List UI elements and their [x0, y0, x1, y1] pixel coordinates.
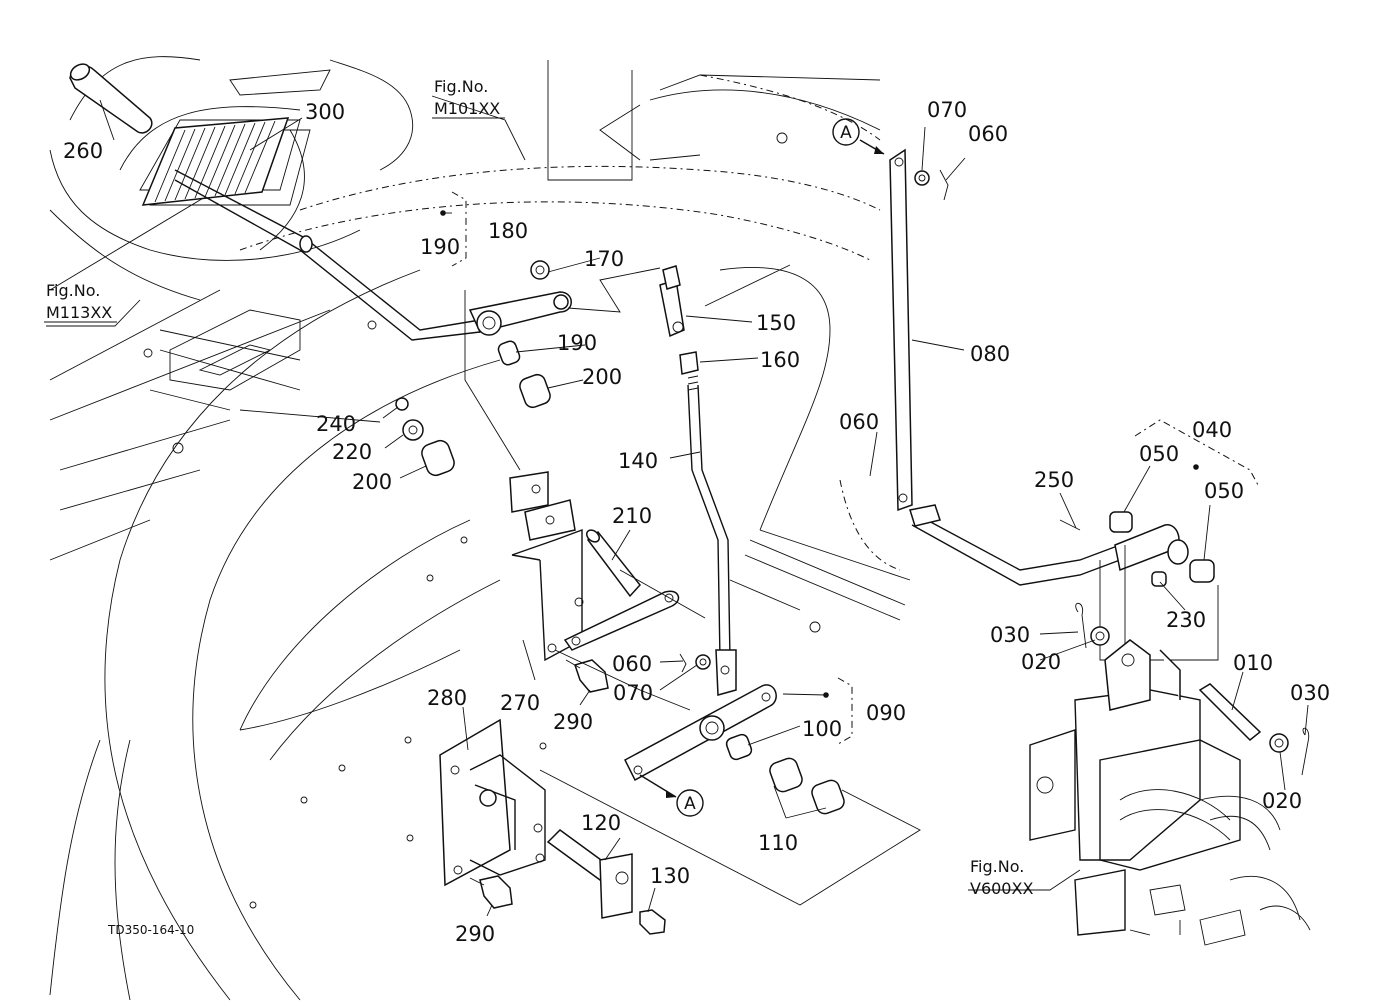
fig-ref-v600: Fig.No. V600XX — [970, 857, 1033, 898]
collars-200-220-240 — [395, 340, 551, 477]
part-label-200-upper: 200 — [582, 365, 622, 389]
part-label-130: 130 — [650, 864, 690, 888]
part-label-100: 100 — [802, 717, 842, 741]
part-label-280: 280 — [427, 686, 467, 710]
lever-090 — [624, 684, 777, 782]
part-label-050-left: 050 — [1139, 442, 1179, 466]
part-label-110: 110 — [758, 831, 798, 855]
part-label-290-upper: 290 — [553, 710, 593, 734]
svg-text:A: A — [684, 794, 696, 814]
bolt-290-upper — [565, 659, 609, 693]
bolt-290-lower — [469, 875, 513, 909]
part-label-150: 150 — [756, 311, 796, 335]
group-bracket-040 — [1134, 419, 1259, 486]
part-label-240: 240 — [316, 412, 356, 436]
bolt-130 — [639, 909, 666, 935]
shift-lever-rod — [174, 169, 481, 341]
part-label-010: 010 — [1233, 651, 1273, 675]
part-label-230: 230 — [1166, 608, 1206, 632]
svg-text:Fig.No.: Fig.No. — [434, 77, 488, 96]
fig-ref-m113: Fig.No. M113XX — [44, 281, 117, 323]
link-rod-080 — [889, 148, 949, 512]
svg-text:M101XX: M101XX — [434, 99, 500, 118]
part-label-300: 300 — [305, 100, 345, 124]
part-label-160: 160 — [760, 348, 800, 372]
bracket-270 — [509, 471, 584, 662]
part-label-070-upper: 070 — [927, 98, 967, 122]
part-label-060-upper: 060 — [968, 122, 1008, 146]
part-label-180: 180 — [488, 219, 528, 243]
part-label-250: 250 — [1034, 468, 1074, 492]
group-bracket-090 — [837, 677, 853, 745]
marker-a-lower: A — [676, 789, 704, 817]
svg-text:M113XX: M113XX — [46, 303, 112, 322]
fig-ref-m101: Fig.No. M101XX — [432, 77, 505, 119]
part-label-190-upper: 190 — [420, 235, 460, 259]
part-label-020-left: 020 — [1021, 650, 1061, 674]
shift-gate-300 — [141, 117, 290, 206]
group-dots — [440, 210, 1199, 698]
svg-text:A: A — [840, 123, 852, 143]
leader-lines — [46, 95, 1309, 917]
part-label-060-lower: 060 — [612, 652, 652, 676]
part-label-260: 260 — [63, 139, 103, 163]
valve-body — [1029, 639, 1311, 946]
lever-assembly-040 — [909, 504, 1219, 690]
arrow-a-upper — [859, 139, 885, 155]
part-label-210: 210 — [612, 504, 652, 528]
part-label-080: 080 — [970, 342, 1010, 366]
collars-100-110 — [725, 733, 845, 815]
group-bracket-190 — [451, 191, 467, 267]
part-label-070-lower: 070 — [613, 681, 653, 705]
part-label-040: 040 — [1192, 418, 1232, 442]
diagram-code: TD350-164-10 — [107, 923, 194, 937]
nut-170 — [530, 260, 550, 280]
lever-knob-260 — [69, 63, 153, 134]
svg-text:Fig.No.: Fig.No. — [46, 281, 100, 300]
washer-060-070-lower — [679, 653, 711, 673]
part-label-060-mid: 060 — [839, 410, 879, 434]
part-label-200-lower: 200 — [352, 470, 392, 494]
svg-text:Fig.No.: Fig.No. — [970, 857, 1024, 876]
pin-210 — [563, 529, 680, 651]
part-label-030-right: 030 — [1290, 681, 1330, 705]
part-label-170: 170 — [584, 247, 624, 271]
rod-140 — [659, 265, 737, 696]
part-label-030-left: 030 — [990, 623, 1030, 647]
body-holes — [143, 132, 821, 909]
part-label-050-right: 050 — [1204, 479, 1244, 503]
pin-120 — [546, 829, 633, 919]
part-label-090: 090 — [866, 701, 906, 725]
part-label-290-lower: 290 — [455, 922, 495, 946]
part-label-120: 120 — [581, 811, 621, 835]
lever-190 — [464, 290, 572, 471]
part-labels: 260 300 190 180 170 190 150 160 200 240 … — [63, 98, 1330, 946]
part-label-270: 270 — [500, 691, 540, 715]
part-label-140: 140 — [618, 449, 658, 473]
marker-a-upper: A — [832, 118, 860, 146]
part-label-220: 220 — [332, 440, 372, 464]
part-label-020-right: 020 — [1262, 789, 1302, 813]
clips-020-030 — [1075, 602, 1310, 776]
part-label-190-lower: 190 — [557, 331, 597, 355]
arrow-a-lower — [639, 774, 677, 798]
bracket-280 — [439, 718, 546, 887]
svg-text:V600XX: V600XX — [970, 879, 1033, 898]
